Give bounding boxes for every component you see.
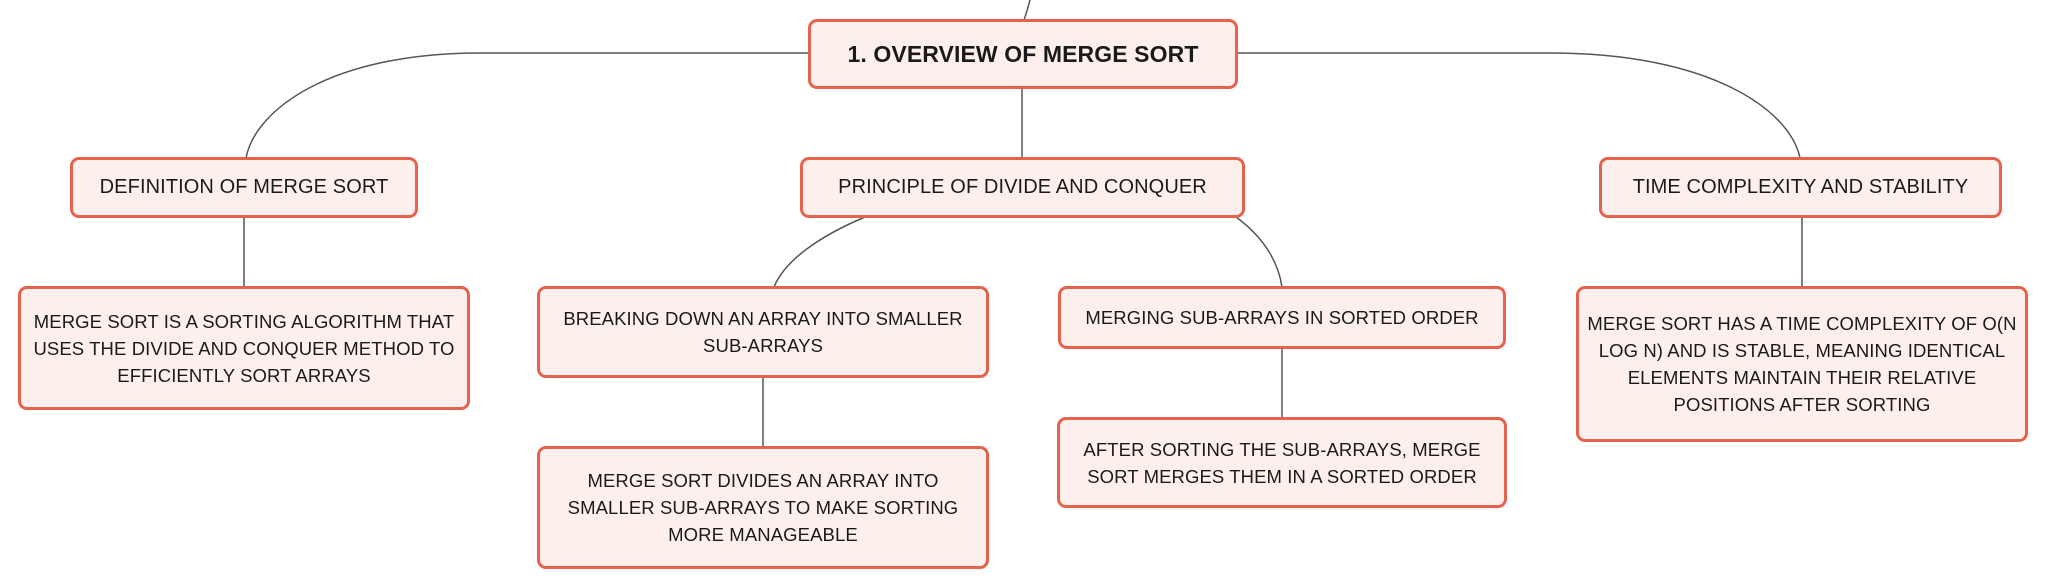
detail-node-merging[interactable]: AFTER SORTING THE SUB-ARRAYS, MERGE SORT… xyxy=(1057,417,1507,508)
detail-node-breaking-down[interactable]: MERGE SORT DIVIDES AN ARRAY INTO SMALLER… xyxy=(537,446,989,569)
subtopic-node-breaking-down[interactable]: BREAKING DOWN AN ARRAY INTO SMALLER SUB-… xyxy=(537,286,989,378)
topic-node-complexity[interactable]: TIME COMPLEXITY AND STABILITY xyxy=(1599,157,2002,218)
topic-label-principle: PRINCIPLE OF DIVIDE AND CONQUER xyxy=(838,176,1207,198)
root-node[interactable]: 1. OVERVIEW OF MERGE SORT xyxy=(808,19,1238,89)
topic-label-complexity: TIME COMPLEXITY AND STABILITY xyxy=(1632,176,1969,198)
connector-root-definition xyxy=(245,52,810,159)
detail-text-definition: MERGE SORT IS A SORTING ALGORITHM THAT U… xyxy=(33,310,455,386)
connector-principle-breaking xyxy=(773,216,866,288)
detail-node-complexity[interactable]: MERGE SORT HAS A TIME COMPLEXITY OF O(N … xyxy=(1576,286,2028,442)
detail-text-breaking-down: MERGE SORT DIVIDES AN ARRAY INTO SMALLER… xyxy=(567,470,959,545)
detail-text-complexity: MERGE SORT HAS A TIME COMPLEXITY OF O(N … xyxy=(1587,313,2017,415)
detail-text-merging: AFTER SORTING THE SUB-ARRAYS, MERGE SORT… xyxy=(1083,438,1481,487)
subtopic-label-breaking-down: BREAKING DOWN AN ARRAY INTO SMALLER SUB-… xyxy=(563,308,963,356)
connector-principle-merging xyxy=(1235,216,1283,288)
topic-node-definition[interactable]: DEFINITION OF MERGE SORT xyxy=(70,157,418,218)
subtopic-label-merging: MERGING SUB-ARRAYS IN SORTED ORDER xyxy=(1085,307,1479,328)
topic-node-principle[interactable]: PRINCIPLE OF DIVIDE AND CONQUER xyxy=(800,157,1245,218)
topic-label-definition: DEFINITION OF MERGE SORT xyxy=(99,176,389,198)
detail-node-definition[interactable]: MERGE SORT IS A SORTING ALGORITHM THAT U… xyxy=(18,286,470,410)
root-node-label: 1. OVERVIEW OF MERGE SORT xyxy=(847,40,1199,67)
subtopic-node-merging[interactable]: MERGING SUB-ARRAYS IN SORTED ORDER xyxy=(1058,286,1506,349)
connector-root-complexity xyxy=(1236,52,1801,159)
connector-from-parent xyxy=(1023,0,1031,21)
